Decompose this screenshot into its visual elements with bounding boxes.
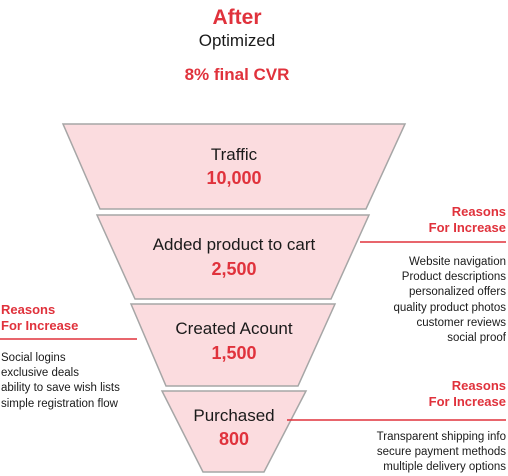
list-item: social proof bbox=[447, 332, 506, 345]
final-cvr: 8% final CVR bbox=[184, 65, 290, 84]
reasons-heading: Reasons For Increase bbox=[306, 378, 506, 410]
list-item: Social logins bbox=[1, 352, 66, 364]
list-item: personalized offers bbox=[409, 286, 506, 299]
stage-value-purchased: 800 bbox=[218, 429, 250, 449]
reasons-heading-line1: Reasons bbox=[1, 302, 56, 317]
reasons-heading-line2: For Increase bbox=[1, 318, 79, 333]
stage-value-cart: 2,500 bbox=[211, 259, 257, 279]
funnel-stage-purchased-shape bbox=[160, 390, 308, 473]
stage-value-traffic: 10,000 bbox=[206, 168, 262, 188]
reasons-list-purchased: Transparent shipping info secure payment… bbox=[306, 430, 506, 476]
list-item: Website navigation bbox=[409, 256, 506, 268]
stage-label-traffic: Traffic bbox=[210, 145, 258, 164]
list-item: customer reviews bbox=[416, 316, 506, 329]
stage-label-account: Created Acount bbox=[175, 319, 293, 338]
stage-label-purchased: Purchased bbox=[193, 406, 275, 425]
funnel-stage-cart-shape bbox=[95, 214, 371, 300]
reasons-heading-line2: For Increase bbox=[428, 220, 506, 235]
list-item: multiple delivery options bbox=[383, 461, 506, 474]
funnel-stage-account-shape bbox=[129, 303, 337, 387]
reasons-heading: Reasons For Increase bbox=[306, 204, 506, 236]
reasons-list-cart: Website navigation Product descriptions … bbox=[306, 255, 506, 346]
reasons-list-account: Social logins exclusive deals ability to… bbox=[1, 351, 201, 412]
reasons-purchased: Reasons For Increase bbox=[306, 378, 506, 410]
stage-label-cart: Added product to cart bbox=[152, 235, 316, 254]
list-item: simple registration flow bbox=[1, 397, 118, 410]
reasons-heading-line2: For Increase bbox=[428, 394, 506, 409]
list-item: Product descriptions bbox=[401, 271, 506, 284]
list-item: exclusive deals bbox=[1, 367, 79, 380]
funnel-stage-traffic-shape bbox=[61, 123, 407, 210]
stage-value-account: 1,500 bbox=[211, 343, 257, 363]
reasons-cart: Reasons For Increase bbox=[306, 204, 506, 236]
reasons-account: Reasons For Increase bbox=[1, 302, 201, 334]
list-item: secure payment methods bbox=[376, 446, 506, 459]
page-subtitle: Optimized bbox=[198, 31, 276, 50]
list-item: ability to save wish lists bbox=[1, 382, 120, 395]
reasons-heading-line1: Reasons bbox=[451, 378, 506, 393]
reasons-heading: Reasons For Increase bbox=[1, 302, 201, 334]
list-item: quality product photos bbox=[393, 301, 506, 314]
reasons-heading-line1: Reasons bbox=[451, 204, 506, 219]
list-item: Transparent shipping info bbox=[376, 431, 506, 443]
page-title: After bbox=[212, 6, 262, 29]
